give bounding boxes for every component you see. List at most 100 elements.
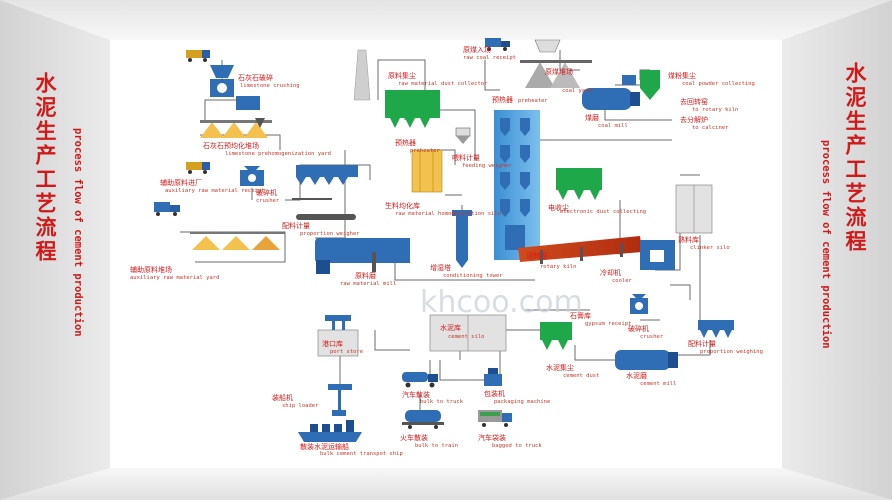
label-feeding-weigher-en: feeding weigher xyxy=(462,163,512,169)
label-prop-weigh2-en: proportion weighing xyxy=(700,349,763,355)
floor-panel xyxy=(0,468,892,500)
limestone-stockpile xyxy=(200,118,272,138)
label-preheater1-zh: 预热器 xyxy=(395,138,416,147)
aux-stockpile xyxy=(190,232,285,250)
watermark: khcoo.com xyxy=(420,285,583,320)
label-coal-powder-en: coal powder collecting xyxy=(682,81,755,87)
right-wall-panel xyxy=(782,0,892,500)
label-clinker-silo-zh: 熟料库 xyxy=(678,235,699,244)
feed-weigher xyxy=(455,127,471,144)
label-cement-dust-zh: 水泥集尘 xyxy=(546,363,574,372)
label-raw-dust-en: raw material dust collector xyxy=(398,81,488,87)
bagged-truck xyxy=(478,410,512,427)
label-cement-silo-en: cement silo xyxy=(448,334,484,340)
label-cooler-en: cooler xyxy=(612,278,633,284)
coal-yard-piles xyxy=(520,60,592,88)
coal-unloader xyxy=(534,39,561,53)
right-title-zh: 水泥生产工艺流程 xyxy=(843,62,867,254)
label-aux-entry-en: auxiliary raw material receipt xyxy=(165,188,264,194)
left-wall-panel xyxy=(0,0,110,500)
label-rotary-kiln-en: rotary kiln xyxy=(540,264,576,270)
clinker-silo xyxy=(675,184,713,234)
label-limestone-crushing-en: limestone crushing xyxy=(240,83,300,89)
ship-loader xyxy=(328,384,352,416)
label-port-store-zh: 港口库 xyxy=(322,339,343,348)
coal-powder-collector xyxy=(622,70,660,100)
label-esp-zh: 电收尘 xyxy=(548,203,569,212)
bulk-ship xyxy=(298,420,362,442)
aux-crusher xyxy=(240,166,264,186)
label-preheater2-en: preheater xyxy=(518,98,548,104)
label-clinker-silo-en: clinker silo xyxy=(690,245,730,251)
cement-dust-collector xyxy=(540,322,572,350)
label-coal-mill-zh: 煤磨 xyxy=(585,113,599,122)
label-raw-dust-zh: 原料集尘 xyxy=(388,71,416,80)
port-store xyxy=(317,315,359,357)
label-bulk-train-zh: 火车散装 xyxy=(400,433,428,442)
coal-mill xyxy=(582,88,640,110)
label-cement-mill-zh: 水泥磨 xyxy=(626,371,647,380)
label-aux-yard-en: auxiliary raw material yard xyxy=(130,275,219,281)
label-gypsum-en: gypsum receipt xyxy=(585,321,631,327)
cement-mill xyxy=(615,350,678,370)
esp-collector xyxy=(556,168,602,200)
label-coal-receipt-zh: 原煤入场 xyxy=(463,45,491,54)
label-crusher2-zh: 破碎机 xyxy=(628,324,649,333)
label-packaging-en: packaging machine xyxy=(494,399,550,405)
raw-mill xyxy=(315,238,410,274)
label-ship-loader-zh: 装船机 xyxy=(272,393,293,402)
label-bulk-truck-en: bulk to truck xyxy=(420,399,464,405)
train-car xyxy=(402,410,444,429)
chimney xyxy=(353,49,371,101)
label-conditioning-zh: 增湿塔 xyxy=(430,263,451,272)
label-gypsum-zh: 石膏库 xyxy=(570,311,591,320)
label-bulk-train-en: bulk to train xyxy=(415,443,458,449)
label-aux-yard-zh: 辅助原料堆场 xyxy=(130,265,172,274)
prop-weigh-hoppers xyxy=(698,320,734,338)
label-crusher1-zh: 破碎机 xyxy=(256,188,277,197)
label-cement-silo-zh: 水泥库 xyxy=(440,323,461,332)
label-limestone-yard-zh: 石灰石预均化堆场 xyxy=(203,141,259,150)
label-cement-dust-en: cement dust xyxy=(563,373,599,379)
cooler xyxy=(640,240,675,270)
label-cement-mill-en: cement mill xyxy=(640,381,676,387)
label-bulk-ship-en: bulk cement transpot ship xyxy=(320,451,403,457)
label-coal-mill-en: coal mill xyxy=(598,123,628,129)
label-bagged-truck-en: bagged to truck xyxy=(492,443,542,449)
cement-silo xyxy=(429,314,507,352)
label-raw-mill-en: raw material mill xyxy=(340,281,396,287)
label-proportion-weigher-en: proportion weigher xyxy=(300,231,360,237)
label-coal-powder-zh: 煤粉集尘 xyxy=(668,71,696,80)
label-conditioning-en: conditioning tower xyxy=(443,273,503,279)
label-ship-loader-en: ship loader xyxy=(282,403,319,409)
label-esp-en: electronic dust collecting xyxy=(560,209,646,215)
label-aux-entry-zh: 辅助原料进厂 xyxy=(160,178,202,187)
label-cooler-zh: 冷却机 xyxy=(600,268,621,277)
label-coal-yard-zh: 原煤堆场 xyxy=(545,67,573,76)
raw-dust-collector xyxy=(385,90,440,128)
label-port-store-en: port store xyxy=(330,349,363,355)
label-homo-silo-zh: 生料均化库 xyxy=(385,201,420,210)
conditioning-tower xyxy=(452,210,472,268)
label-crusher2-en: crusher xyxy=(640,334,664,340)
label-raw-mill-zh: 原料磨 xyxy=(355,271,376,280)
label-bulk-truck-zh: 汽车散装 xyxy=(402,390,430,399)
right-title-en: process flow of cement production xyxy=(820,140,832,349)
label-rotary-kiln-zh: 回转窑 xyxy=(527,251,548,260)
aux-truck-1 xyxy=(186,162,210,174)
label-proportion-weigher-zh: 配料计量 xyxy=(282,221,310,230)
gypsum-crusher xyxy=(630,294,648,314)
label-coal-receipt-en: raw coal receipt xyxy=(463,55,516,61)
bulk-truck xyxy=(402,372,438,388)
aux-truck-2 xyxy=(154,202,180,216)
label-preheater1-en: preheater xyxy=(410,148,440,154)
preheater-tower xyxy=(494,110,540,260)
proportion-hoppers xyxy=(292,165,358,220)
label-to-kiln-zh: 去回转窑 xyxy=(680,97,708,106)
label-prop-weigh2-zh: 配料计量 xyxy=(688,339,716,348)
label-crusher1-en: crusher xyxy=(256,198,280,204)
rotary-kiln xyxy=(518,236,642,264)
labels: 石灰石破碎 limestone crushing 石灰石预均化堆场 limest… xyxy=(130,45,763,457)
